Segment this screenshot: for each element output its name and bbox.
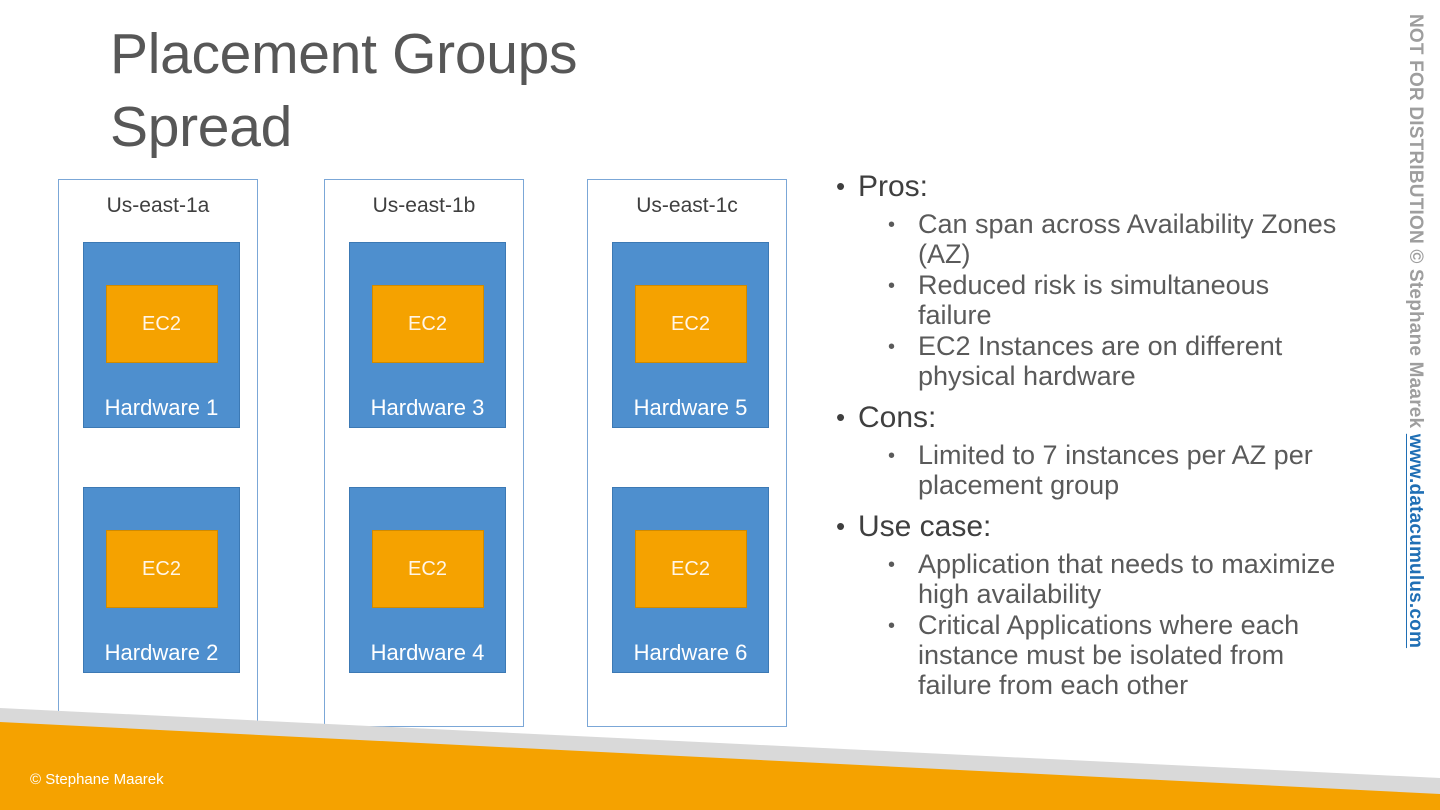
bullet-heading: Cons: (858, 401, 937, 434)
hardware-box: EC2 Hardware 2 (83, 487, 240, 673)
ec2-instance-box: EC2 (105, 530, 218, 608)
bullet-heading-row: • Pros: (832, 166, 1352, 207)
hardware-label: Hardware 1 (104, 395, 219, 420)
availability-zone-container: Us-east-1b EC2 Hardware 3 EC2 Hardware 4 (324, 179, 524, 727)
hardware-box: EC2 Hardware 5 (612, 242, 769, 428)
hardware-box: EC2 Hardware 3 (349, 242, 506, 428)
hardware-box: EC2 Hardware 4 (349, 487, 506, 673)
footer-orange-band (0, 700, 1440, 810)
bullet-heading-row: • Use case: (832, 506, 1352, 547)
ec2-instance-box: EC2 (105, 285, 218, 363)
bullet-sublist: • Limited to 7 instances per AZ per plac… (832, 440, 1352, 500)
watermark-notice: NOT FOR DISTRIBUTION © Stephane Maarek (1405, 14, 1426, 434)
watermark-url-link[interactable]: www.datacumulus.com (1405, 433, 1426, 649)
availability-zone-label: Us-east-1c (636, 194, 738, 217)
bullet-marker-icon: • (888, 445, 896, 467)
hardware-label: Hardware 3 (370, 395, 485, 420)
hardware-label: Hardware 5 (633, 395, 748, 420)
ec2-instance-box: EC2 (634, 530, 747, 608)
list-item: • Application that needs to maximize hig… (832, 549, 1352, 609)
bullet-marker-icon: • (888, 275, 896, 297)
bullet-marker-icon: • (888, 214, 896, 236)
bullet-marker-icon: • (888, 615, 896, 637)
hardware-label: Hardware 2 (104, 640, 219, 665)
bullet-heading: Use case: (858, 510, 992, 543)
ec2-instance-box: EC2 (634, 285, 747, 363)
availability-zone-container: Us-east-1c EC2 Hardware 5 EC2 Hardware 6 (587, 179, 787, 727)
bullet-marker-icon: • (888, 336, 896, 358)
watermark-strip: NOT FOR DISTRIBUTION © Stephane Maarek w… (1392, 0, 1440, 810)
bullet-marker-icon: • (836, 511, 846, 541)
bullet-heading-row: • Cons: (832, 397, 1352, 438)
list-item: • Critical Applications where each insta… (832, 610, 1352, 700)
bullet-content: • Pros: • Can span across Availability Z… (832, 166, 1352, 706)
hardware-label: Hardware 4 (370, 640, 485, 665)
list-item-text: Critical Applications where each instanc… (918, 610, 1300, 700)
bullet-marker-icon: • (836, 402, 846, 432)
list-item: • Can span across Availability Zones (AZ… (832, 209, 1352, 269)
page-title: Placement Groups Spread (110, 22, 578, 159)
list-item: • Reduced risk is simultaneous failure (832, 270, 1352, 330)
list-item: • EC2 Instances are on different physica… (832, 331, 1352, 391)
hardware-box: EC2 Hardware 6 (612, 487, 769, 673)
availability-zone-container: Us-east-1a EC2 Hardware 1 EC2 Hardware 2 (58, 179, 258, 727)
placement-group-diagram: Us-east-1a EC2 Hardware 1 EC2 Hardware 2… (58, 179, 787, 727)
list-item-text: Application that needs to maximize high … (918, 549, 1336, 609)
list-item: • Limited to 7 instances per AZ per plac… (832, 440, 1352, 500)
list-item-text: EC2 Instances are on different physical … (918, 331, 1283, 391)
list-item-text: Can span across Availability Zones (AZ) (918, 209, 1337, 269)
bullet-sublist: • Can span across Availability Zones (AZ… (832, 209, 1352, 391)
footer-copyright: © Stephane Maarek (30, 771, 164, 788)
bullet-marker-icon: • (888, 554, 896, 576)
list-item-text: Limited to 7 instances per AZ per placem… (918, 440, 1313, 500)
list-item-text: Reduced risk is simultaneous failure (918, 270, 1270, 330)
ec2-instance-box: EC2 (371, 530, 484, 608)
hardware-box: EC2 Hardware 1 (83, 242, 240, 428)
bullet-sublist: • Application that needs to maximize hig… (832, 549, 1352, 700)
availability-zone-label: Us-east-1b (372, 194, 476, 217)
ec2-instance-box: EC2 (371, 285, 484, 363)
hardware-label: Hardware 6 (633, 640, 748, 665)
availability-zone-label: Us-east-1a (106, 194, 210, 217)
bullet-heading: Pros: (858, 170, 929, 203)
bullet-marker-icon: • (836, 171, 846, 201)
